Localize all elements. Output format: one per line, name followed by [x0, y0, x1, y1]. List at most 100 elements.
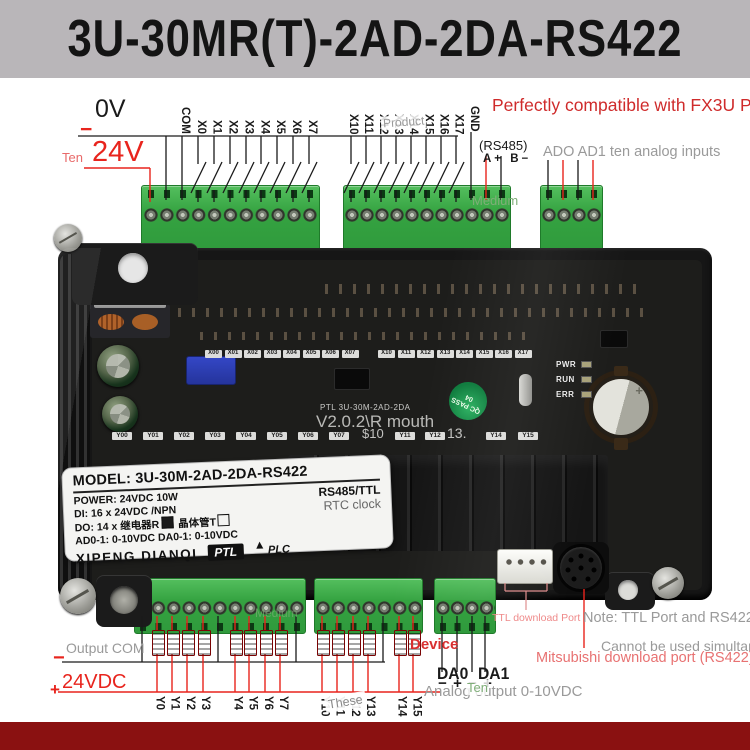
load-symbol [347, 630, 361, 656]
watermark-s10: $10 [362, 426, 384, 441]
status-led-block: PWR RUN ERR [556, 360, 593, 399]
status-led-label: PWR [556, 360, 593, 369]
ttl-port-caption: TTL download Port [492, 612, 581, 624]
status-led-label: RUN [556, 375, 593, 384]
load-symbol [229, 630, 243, 656]
blue-component [186, 356, 236, 385]
load-symbol [393, 630, 407, 656]
pcb-model-silkscreen: PTL 3U-30M-2AD-2DA [320, 403, 411, 412]
silk-label: X15 [475, 350, 493, 358]
mounting-hole [118, 253, 148, 283]
coin-battery: + [589, 375, 653, 439]
relay-checkbox-checked [160, 516, 174, 529]
output-terminal-label: Y6 [261, 696, 274, 711]
load-symbol [331, 630, 345, 656]
input-terminal-label: X10 [347, 113, 360, 134]
status-led-label: ERR [556, 390, 593, 399]
input-terminal-label: X2 [226, 119, 239, 134]
gnd-label-wrap: GND [463, 90, 480, 132]
mounting-hole [618, 580, 638, 600]
spec-left-column: POWER: 24VDC 10W DI: 16 x 24VDC /NPN DO:… [73, 489, 238, 548]
load-symbol [274, 630, 288, 656]
screw [54, 224, 82, 252]
resistor-row [150, 308, 645, 317]
ttl-note-line1: Note: TTL Port and RS422 [583, 610, 750, 626]
silk-label: X07 [341, 350, 359, 358]
spec-right-column: RS485/TTL RTC clock [318, 483, 382, 538]
silk-label: Y02 [174, 432, 194, 441]
silk-label: X03 [263, 350, 281, 358]
battery-cell [593, 379, 649, 435]
output-terminal-label: Y7 [277, 696, 290, 711]
silk-label: X12 [417, 350, 434, 358]
load-symbol [316, 630, 330, 656]
silk-label: Y01 [143, 432, 163, 441]
battery-clip [614, 366, 628, 376]
gnd-terminal-label: GND [468, 106, 480, 132]
silk-label: Y07 [329, 432, 349, 441]
silk-label: Y15 [518, 432, 538, 441]
silk-label: X06 [322, 350, 339, 358]
24v-label: 24V [92, 136, 144, 168]
input-terminal-label: X0 [194, 119, 207, 134]
silk-label: X01 [224, 350, 242, 358]
terminal-block-outputs-right [314, 578, 423, 634]
silk-label: Y14 [486, 432, 506, 441]
input-terminal-label: X6 [290, 119, 303, 134]
ic-chip [334, 368, 370, 390]
silk-label: X05 [302, 350, 320, 358]
load-symbol [259, 630, 273, 656]
analog-output-caption: Analog output 0-10VDC [424, 683, 583, 700]
watermark-device: Device [410, 636, 459, 653]
din-pins [578, 565, 584, 571]
resistor-row [200, 332, 530, 340]
capacitor [102, 396, 138, 432]
battery-clip [614, 438, 628, 450]
input-terminal-label: X3 [242, 119, 255, 134]
mitsubishi-port-caption: Mitsubishi download port (RS422) [536, 650, 750, 666]
silk-label: X04 [283, 350, 300, 358]
screw [60, 578, 96, 614]
battery-plus-mark: + [635, 383, 643, 398]
load-symbol [362, 630, 376, 656]
output-com-label: Output COM [66, 640, 145, 656]
output-terminal-label: Y0 [153, 696, 166, 711]
output-terminal-label: Y4 [231, 696, 244, 711]
silk-label: X00 [205, 350, 222, 358]
silk-label: X02 [244, 350, 261, 358]
input-terminal-label: X5 [274, 119, 287, 134]
input-terminal-label: X7 [306, 119, 319, 134]
output-terminal-label: Y5 [246, 696, 259, 711]
transistor-checkbox-empty [217, 513, 231, 527]
title-bar: 3U-30MR(T)-2AD-2DA-RS422 [0, 0, 750, 78]
spec-rtc: RTC clock [323, 496, 382, 513]
input-terminal-label: X1 [210, 119, 223, 134]
silk-label: Y12 [425, 432, 445, 441]
minus-sign-top: − [80, 118, 93, 141]
analog-inputs-caption: ADO AD1 ten analog inputs [543, 144, 721, 160]
minus-sign-bottom: − [53, 647, 65, 669]
ic-chip [600, 330, 628, 348]
load-symbol [181, 630, 195, 656]
silk-label: Y06 [298, 432, 318, 441]
load-symbol [197, 630, 211, 656]
silk-label: Y03 [205, 432, 225, 441]
watermark-13: 13. [447, 425, 467, 441]
silk-label: X14 [456, 350, 473, 358]
zero-volt-label: 0V [95, 95, 126, 123]
ttl-note-line2: Cannot be used simultaneously [601, 638, 750, 654]
watermark-ten-top: Ten [62, 150, 83, 165]
bottom-red-bar [0, 722, 750, 750]
silk-label: X17 [514, 350, 532, 358]
rs485-label: (RS485) [479, 138, 528, 153]
watermark-medium-bottom: Medium [255, 606, 298, 620]
output-terminal-label: Y1 [168, 696, 181, 711]
mounting-hole [110, 586, 138, 614]
ptl-logo: PTL [207, 543, 245, 561]
input-terminal-label: X16 [437, 113, 450, 134]
